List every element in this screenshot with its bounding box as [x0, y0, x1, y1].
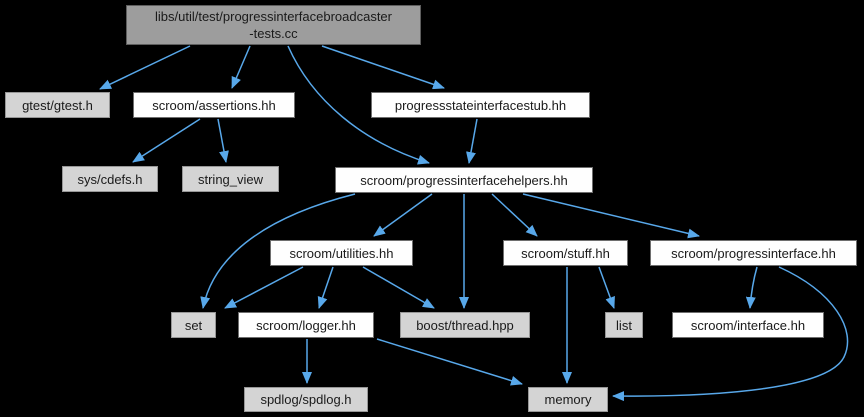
node-logger[interactable]: scroom/logger.hh — [238, 312, 374, 338]
node-assertions[interactable]: scroom/assertions.hh — [133, 92, 295, 118]
node-memory: memory — [528, 387, 608, 412]
edge-stuff-to-list — [598, 266, 615, 309]
edge-assertions-to-stringview — [217, 118, 229, 163]
edge-tests-cc-to-gtest — [99, 45, 191, 90]
node-label: gtest/gtest.h — [22, 97, 93, 113]
node-label: memory — [544, 392, 592, 407]
edge-assertions-to-cdefs — [132, 118, 201, 163]
node-label: list — [616, 317, 632, 333]
node-label: string_view — [197, 171, 264, 187]
node-set: set — [171, 312, 216, 338]
edge-utilities-to-set — [224, 266, 304, 309]
node-stringview: string_view — [182, 166, 279, 192]
node-interface[interactable]: scroom/interface.hh — [672, 312, 824, 338]
node-label: libs/util/test/progressinterfacebroadcas… — [154, 9, 392, 41]
node-tests-cc: libs/util/test/progressinterfacebroadcas… — [126, 5, 421, 45]
node-gtest: gtest/gtest.h — [5, 92, 110, 118]
edge-helpers-to-stuff — [491, 193, 538, 237]
node-label: set — [184, 317, 203, 333]
node-helpers[interactable]: scroom/progressinterfacehelpers.hh — [335, 167, 593, 193]
node-spdlog: spdlog/spdlog.h — [244, 387, 368, 412]
edge-helpers-to-utilities — [373, 193, 433, 237]
edge-tests-cc-to-stub — [321, 45, 445, 90]
node-label: scroom/logger.hh — [256, 317, 356, 333]
node-label: scroom/progressinterfacehelpers.hh — [360, 172, 568, 188]
node-boost: boost/thread.hpp — [400, 312, 530, 338]
edge-stub-to-helpers — [466, 118, 478, 164]
edge-utilities-to-logger — [317, 266, 334, 309]
edge-utilities-to-boost — [362, 266, 435, 309]
node-cdefs: sys/cdefs.h — [62, 166, 158, 192]
node-stuff[interactable]: scroom/stuff.hh — [503, 240, 628, 266]
node-label: scroom/utilities.hh — [289, 245, 394, 261]
edge-pinterface-to-interface — [745, 266, 758, 309]
node-label: spdlog/spdlog.h — [260, 392, 352, 407]
node-label: progressstateinterfacestub.hh — [394, 97, 567, 113]
node-label: scroom/interface.hh — [690, 317, 806, 333]
node-stub[interactable]: progressstateinterfacestub.hh — [371, 92, 590, 118]
node-pinterface[interactable]: scroom/progressinterface.hh — [650, 240, 857, 266]
node-label: scroom/progressinterface.hh — [671, 245, 836, 261]
edge-tests-cc-to-assertions — [231, 45, 251, 89]
node-label: scroom/stuff.hh — [521, 245, 610, 261]
node-list: list — [605, 312, 643, 338]
node-label: scroom/assertions.hh — [152, 97, 276, 113]
node-label: sys/cdefs.h — [77, 171, 143, 187]
node-label: boost/thread.hpp — [416, 317, 514, 333]
node-utilities[interactable]: scroom/utilities.hh — [270, 240, 413, 266]
edge-helpers-to-pinterface — [522, 193, 700, 239]
edge-logger-to-memory — [376, 338, 523, 386]
